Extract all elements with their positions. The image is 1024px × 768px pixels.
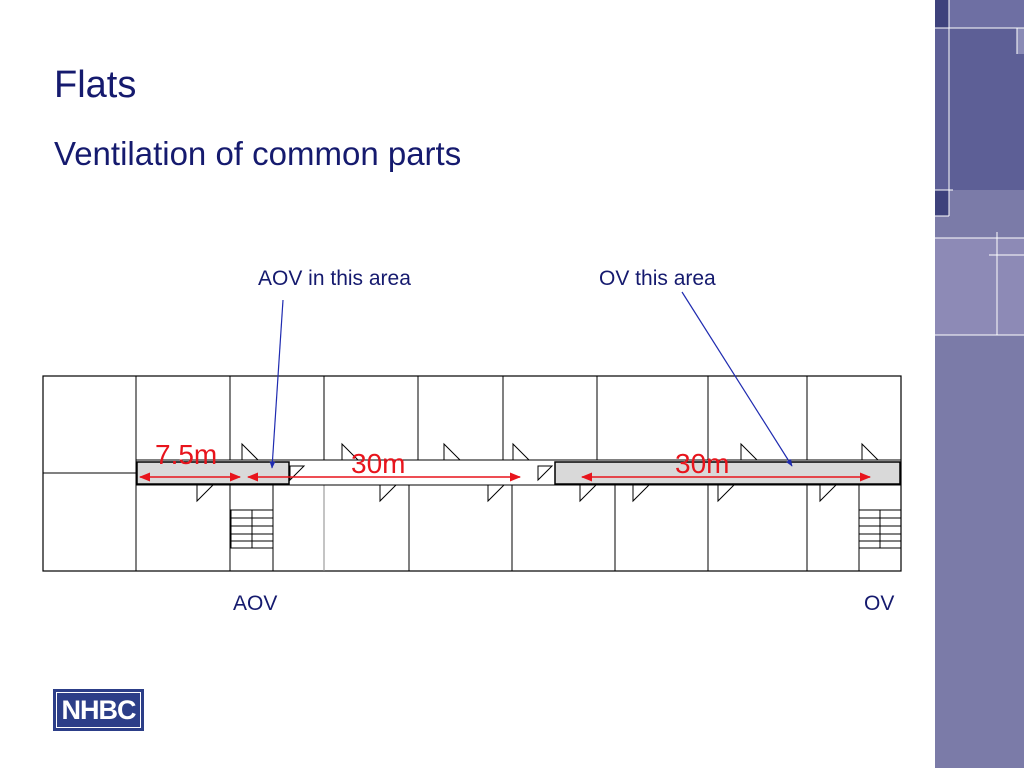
lower-flat-walls: [135, 485, 808, 571]
callout-aov-area: AOV in this area: [258, 267, 411, 290]
dimension-short-label: 7.5m: [155, 439, 217, 470]
common-corridor: [135, 459, 902, 486]
decorative-side-panel: [935, 0, 1024, 768]
upper-flat-walls: [43, 376, 808, 474]
corridor-doors: [196, 442, 880, 503]
vent-label-aov: AOV: [233, 592, 277, 615]
dimension-left-label: 30m: [351, 448, 405, 479]
slide-subtitle: Ventilation of common parts: [54, 135, 462, 172]
slide-title: Flats: [54, 64, 137, 106]
floor-plan-diagram: 7.5m 30m 30m AOV in this area OV this ar…: [42, 267, 902, 615]
callout-aov-leader: [269, 299, 284, 469]
callout-ov-area: OV this area: [599, 267, 716, 290]
vent-label-ov: OV: [864, 592, 894, 615]
dimension-right-label: 30m: [675, 448, 729, 479]
stair-left: [230, 485, 274, 571]
stair-right: [858, 485, 902, 571]
nhbc-logo: NHBC: [53, 689, 144, 731]
callout-ov-leader: [681, 291, 793, 467]
